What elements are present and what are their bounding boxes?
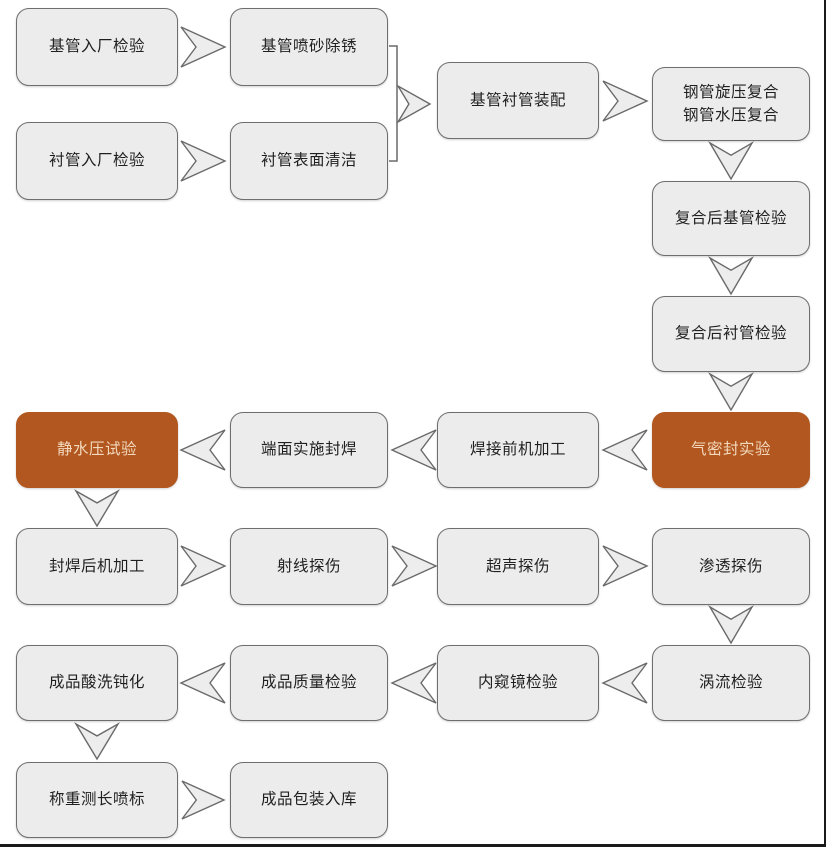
- flow-node-label: 成品质量检验: [260, 673, 357, 692]
- flow-node-post-composite-base-inspection: 复合后基管检验: [652, 181, 810, 256]
- flow-node-label: 超声探伤: [485, 556, 550, 575]
- flow-arrow-finished-quality-inspection-to-finished-pickling-passivation-icon: [179, 662, 226, 704]
- flow-node-post-weld-machining: 封焊后机加工: [16, 528, 178, 605]
- flow-arrow-liner-pipe-incoming-inspection-to-liner-pipe-surface-clean-icon: [180, 140, 227, 182]
- flow-node-label: 成品酸洗钝化: [48, 673, 145, 692]
- flow-node-label: 称重测长喷标: [48, 790, 145, 809]
- flow-node-label: 内窥镜检验: [477, 673, 558, 692]
- flow-node-label: 气密封实验: [690, 440, 771, 459]
- flow-node-label: 衬管入厂检验: [48, 151, 145, 170]
- flow-node-base-pipe-incoming-inspection: 基管入厂检验: [16, 8, 178, 86]
- flow-arrow-ultrasonic-testing-to-penetrant-testing-icon: [602, 545, 649, 587]
- flow-node-liner-pipe-surface-clean: 衬管表面清洁: [230, 122, 388, 200]
- flow-node-pre-weld-machining: 焊接前机加工: [437, 412, 599, 488]
- flow-node-label: 成品包装入库: [260, 790, 357, 809]
- flow-node-label: 静水压试验: [56, 440, 137, 459]
- flow-node-base-pipe-sandblast-derust: 基管喷砂除锈: [230, 8, 388, 86]
- flow-node-finished-packing-warehousing: 成品包装入库: [230, 762, 388, 838]
- flow-node-finished-pickling-passivation: 成品酸洗钝化: [16, 645, 178, 721]
- flow-node-label: 端面实施封焊: [260, 440, 357, 459]
- flow-arrow-hydrostatic-test-to-post-weld-machining-icon: [74, 489, 120, 528]
- flow-node-label: 涡流检验: [698, 673, 763, 692]
- flow-node-penetrant-testing: 渗透探伤: [652, 528, 810, 605]
- flow-node-label: 基管入厂检验: [48, 37, 145, 56]
- flow-arrow-spin-hydraulic-compositing-to-post-composite-base-inspection-icon: [708, 141, 754, 181]
- flow-arrow-post-composite-base-inspection-to-post-composite-liner-inspection-icon: [708, 256, 754, 296]
- flow-node-label: 射线探伤: [276, 556, 341, 575]
- flow-node-label: 复合后基管检验: [674, 208, 787, 227]
- flow-arrow-radiographic-testing-to-ultrasonic-testing-icon: [391, 545, 438, 587]
- flow-node-end-face-seal-welding: 端面实施封焊: [230, 412, 388, 488]
- flow-node-finished-quality-inspection: 成品质量检验: [230, 645, 388, 721]
- flow-arrow-base-pipe-incoming-inspection-to-base-pipe-sandblast-derust-icon: [180, 26, 227, 68]
- flow-arrow-pre-weld-machining-to-end-face-seal-welding-icon: [390, 429, 437, 471]
- flow-node-ultrasonic-testing: 超声探伤: [437, 528, 599, 605]
- flow-arrow-eddy-current-inspection-to-endoscope-inspection-icon: [601, 662, 648, 704]
- flow-node-label: 基管衬管装配: [469, 90, 566, 109]
- flow-arrow-endoscope-inspection-to-finished-quality-inspection-icon: [390, 662, 437, 704]
- flow-arrow-finished-pickling-passivation-to-weigh-measure-spray-mark-icon: [74, 722, 120, 761]
- flow-node-radiographic-testing: 射线探伤: [230, 528, 388, 605]
- flow-node-label: 渗透探伤: [698, 556, 763, 575]
- flow-node-liner-pipe-incoming-inspection: 衬管入厂检验: [16, 122, 178, 200]
- flow-arrow-post-composite-liner-inspection-to-air-tightness-test-icon: [708, 372, 754, 412]
- flow-node-label: 衬管表面清洁: [260, 151, 357, 170]
- flow-arrow-weigh-measure-spray-mark-to-finished-packing-warehousing-icon: [181, 780, 226, 820]
- flow-node-label: 焊接前机加工: [469, 440, 566, 459]
- flow-node-post-composite-liner-inspection: 复合后衬管检验: [652, 296, 810, 372]
- flow-arrow-post-weld-machining-to-radiographic-testing-icon: [180, 545, 227, 587]
- flow-node-base-liner-assembly: 基管衬管装配: [437, 62, 599, 139]
- flow-arrow-base-liner-assembly-to-spin-hydraulic-compositing-icon: [602, 80, 649, 122]
- flow-node-label: 钢管旋压复合 钢管水压复合: [682, 82, 779, 124]
- flow-node-weigh-measure-spray-mark: 称重测长喷标: [16, 762, 178, 838]
- flow-arrow-end-face-seal-welding-to-hydrostatic-test-icon: [179, 429, 226, 471]
- flow-node-label: 基管喷砂除锈: [260, 37, 357, 56]
- flow-node-air-tightness-test: 气密封实验: [652, 412, 810, 488]
- flow-node-hydrostatic-test: 静水压试验: [16, 412, 178, 488]
- flow-arrow-merge-bracket-to-base-liner-assembly-icon: [396, 84, 432, 124]
- flow-node-label: 封焊后机加工: [48, 556, 145, 575]
- flow-node-spin-hydraulic-compositing: 钢管旋压复合 钢管水压复合: [652, 67, 810, 141]
- flow-node-endoscope-inspection: 内窥镜检验: [437, 645, 599, 721]
- flow-arrow-penetrant-testing-to-eddy-current-inspection-icon: [708, 605, 754, 645]
- flow-arrow-air-tightness-test-to-pre-weld-machining-icon: [601, 429, 648, 471]
- flow-node-label: 复合后衬管检验: [674, 324, 787, 343]
- flow-node-eddy-current-inspection: 涡流检验: [652, 645, 810, 721]
- merge-bracket-line: [389, 45, 398, 162]
